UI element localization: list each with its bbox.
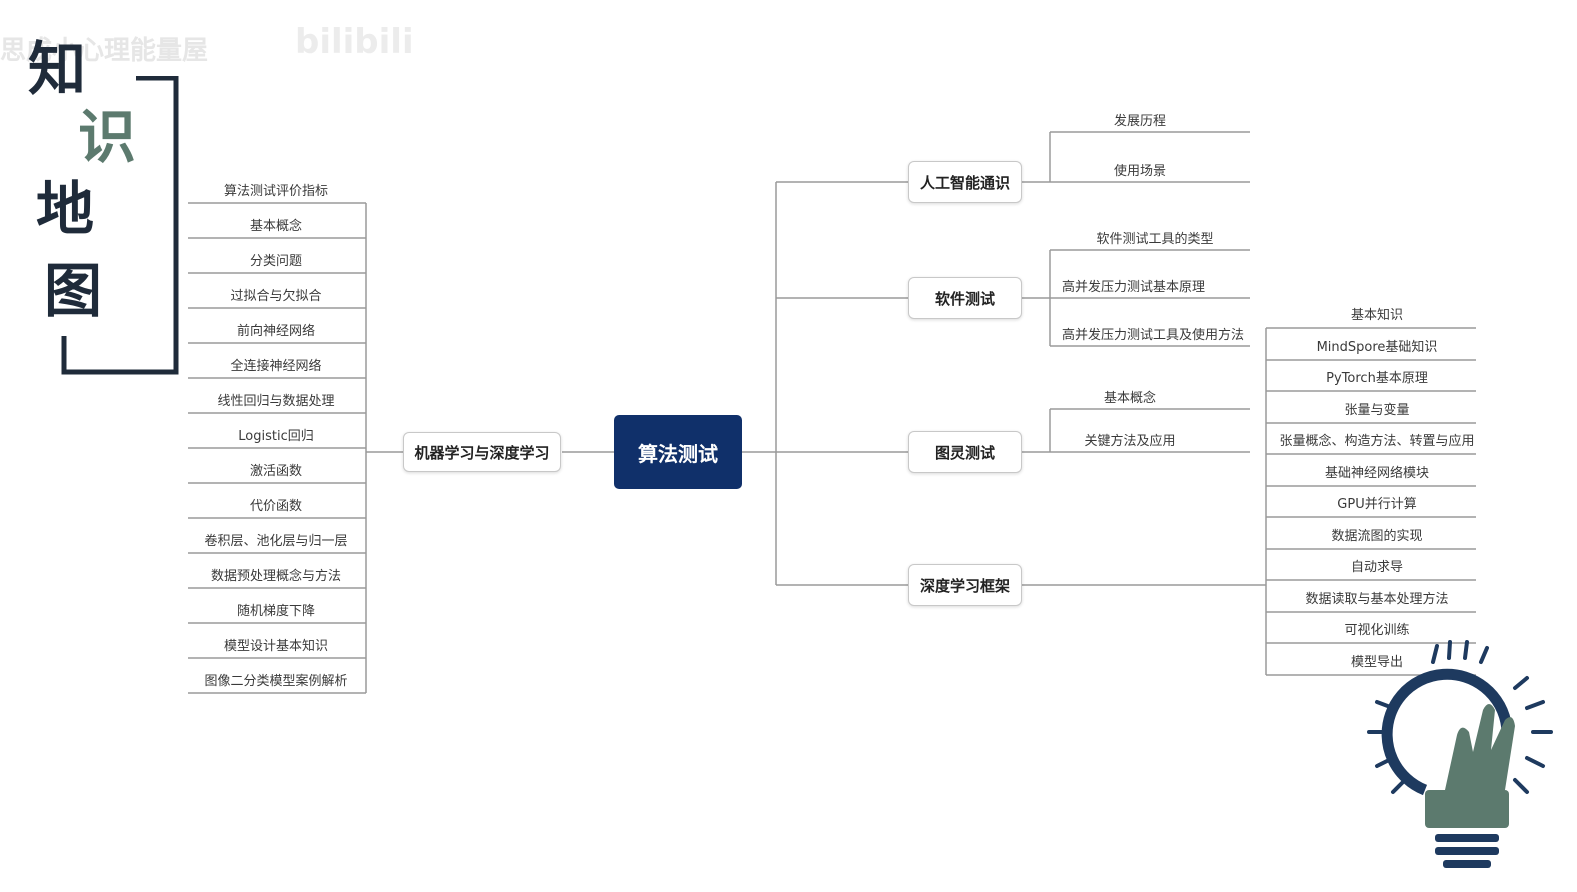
branch-node-dl-framework[interactable]: 深度学习框架 [908,564,1022,606]
leaf-label[interactable]: 数据读取与基本处理方法 [1305,592,1449,607]
branch-node-ai-basics[interactable]: 人工智能通识 [908,161,1022,203]
branch-node-ml-dl[interactable]: 机器学习与深度学习 [403,432,561,472]
leaf-label[interactable]: 模型导出 [1350,655,1403,670]
leaf-label[interactable]: 全连接神经网络 [230,359,322,374]
leaf-label[interactable]: 高并发压力测试基本原理 [1062,280,1206,295]
leaf-label[interactable]: GPU并行计算 [1337,497,1417,512]
leaf-label[interactable]: 线性回归与数据处理 [217,394,335,409]
leaf-label[interactable]: 激活函数 [249,464,302,479]
branch-node-turing-test[interactable]: 图灵测试 [908,431,1022,473]
title-char-2: 识 [78,103,137,171]
leaf-label[interactable]: 图像二分类模型案例解析 [204,674,348,689]
title-char-4: 图 [44,257,103,325]
root-node[interactable]: 算法测试 [614,415,742,489]
leaf-label[interactable]: PyTorch基本原理 [1326,371,1428,386]
branch-node-software-testing[interactable]: 软件测试 [908,277,1022,319]
leaf-label[interactable]: 随机梯度下降 [236,604,315,619]
title-bracket [61,76,179,375]
leaf-label[interactable]: 关键方法及应用 [1084,434,1176,449]
leaf-label[interactable]: Logistic回归 [238,429,314,444]
leaf-label[interactable]: 前向神经网络 [236,324,315,339]
leaf-label[interactable]: 基本概念 [1103,391,1156,406]
leaf-label[interactable]: 高并发压力测试工具及使用方法 [1062,328,1245,343]
leaf-label[interactable]: 基本知识 [1350,308,1403,323]
leaf-label[interactable]: 张量与变量 [1344,403,1410,418]
leaf-label[interactable]: 可视化训练 [1344,623,1410,638]
lightbulb-icon [1367,640,1553,868]
leaf-label[interactable]: 卷积层、池化层与归一层 [204,534,348,549]
watermark-text: 思成小心理能量屋 [0,36,209,66]
bilibili-logo: bilibili [295,22,414,62]
leaf-label[interactable]: 基本概念 [249,219,302,234]
leaf-label[interactable]: 使用场景 [1113,164,1166,179]
leaf-label[interactable]: 张量概念、构造方法、转置与应用 [1279,434,1475,449]
leaf-label[interactable]: 代价函数 [249,499,302,514]
title-char-3: 地 [36,175,95,243]
leaf-label[interactable]: 基础神经网络模块 [1324,466,1429,481]
leaf-label[interactable]: 数据预处理概念与方法 [210,569,341,584]
leaf-label[interactable]: 模型设计基本知识 [223,639,328,654]
leaf-label[interactable]: 分类问题 [249,254,302,269]
leaf-label[interactable]: 算法测试评价指标 [223,184,328,199]
leaf-label[interactable]: 过拟合与欠拟合 [230,289,322,304]
title-char-1: 知 [28,35,87,103]
leaf-label[interactable]: 发展历程 [1113,114,1166,129]
leaf-label[interactable]: 数据流图的实现 [1331,529,1423,544]
leaf-label[interactable]: 自动求导 [1350,560,1403,575]
leaf-label[interactable]: MindSpore基础知识 [1316,340,1438,355]
leaf-label[interactable]: 软件测试工具的类型 [1096,232,1214,247]
